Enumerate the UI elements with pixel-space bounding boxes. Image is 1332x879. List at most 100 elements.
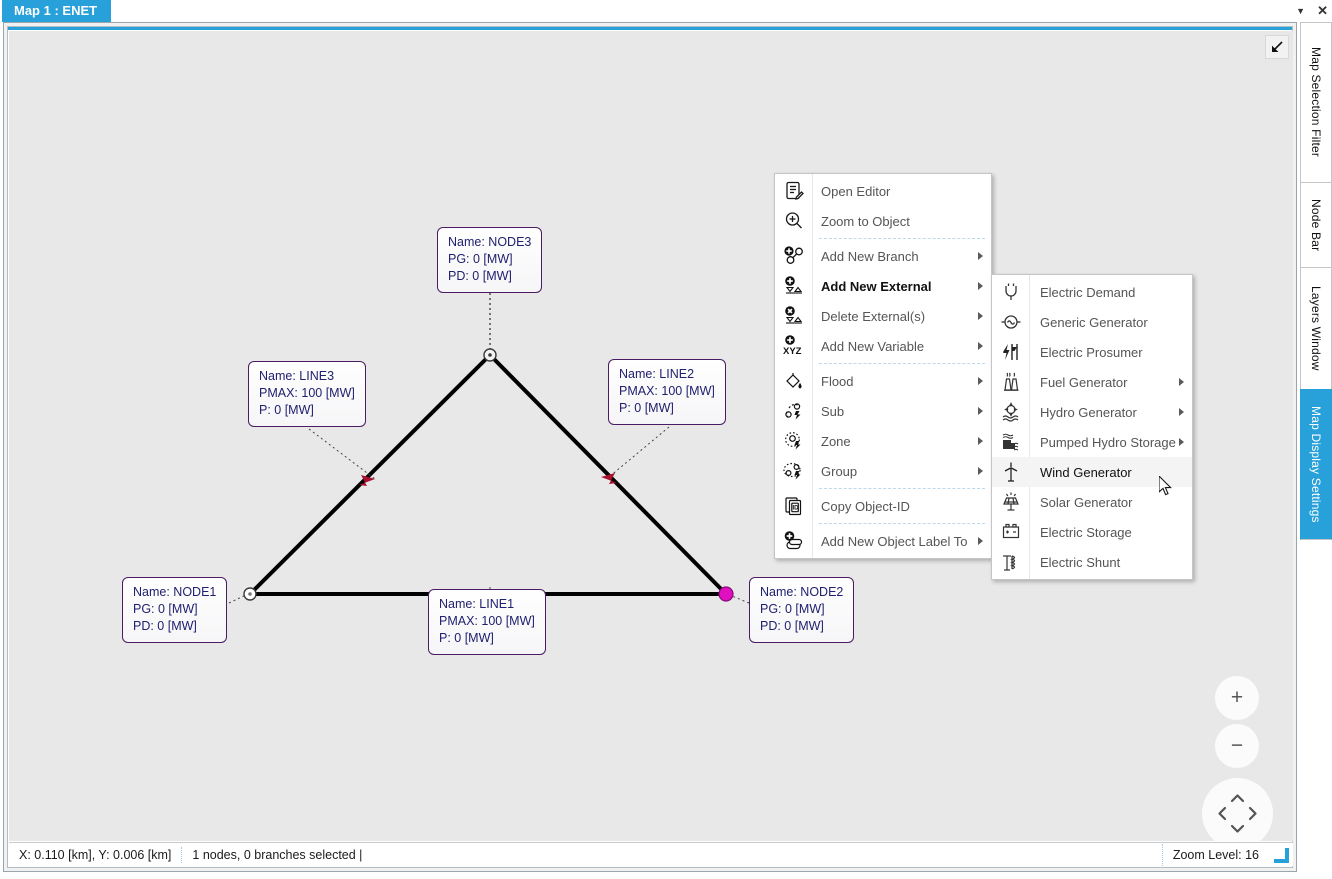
sidebar-item-map-display-settings[interactable]: Map Display Settings [1300,389,1332,540]
label-line-2: PG: 0 [MW] [760,602,825,616]
submenu-item-electric-prosumer[interactable]: Electric Prosumer [992,337,1192,367]
label-line-2: PMAX: 100 [MW] [439,614,535,628]
map-label-node2[interactable]: Name: NODE2 PG: 0 [MW] PD: 0 [MW] [749,577,855,643]
submenu-item-pumped-hydro-storage[interactable]: Pumped Hydro Storage [992,427,1192,457]
map-label-line2[interactable]: Name: LINE2 PMAX: 100 [MW] P: 0 [MW] [608,359,726,425]
sidebar-item-map-selection-filter[interactable]: Map Selection Filter [1300,22,1332,182]
menu-item-copy-object-id[interactable]: ID Copy Object-ID [775,491,991,521]
submenu-items: Electric Demand Gen [992,277,1192,577]
label-line-1: Name: NODE3 [448,235,532,249]
pan-control[interactable] [1202,778,1273,841]
submenu-arrow-icon [978,252,983,260]
collapse-arrow-icon[interactable] [1265,35,1289,59]
wind-generator-icon [997,459,1025,485]
submenu-item-wind-generator[interactable]: Wind Generator [992,457,1192,487]
context-menu-items: Open Editor Zoom to Object [775,176,991,556]
chevron-down-icon[interactable]: ▼ [1296,6,1306,16]
sidebar-item-layers-window[interactable]: Layers Window [1300,267,1332,389]
frame-accent-bar [8,27,1292,30]
add-object-label-icon [780,528,808,554]
submenu-item-electric-demand[interactable]: Electric Demand [992,277,1192,307]
submenu-arrow-icon [978,312,983,320]
menu-item-add-new-external[interactable]: Add New External [775,271,991,301]
map-frame: Name: NODE3 PG: 0 [MW] PD: 0 [MW] Name: … [3,22,1297,872]
resize-grip-icon[interactable] [1273,847,1289,863]
label-line-1: Name: LINE1 [439,597,515,611]
svg-text:ID: ID [793,506,800,512]
menu-item-group[interactable]: Group [775,456,991,486]
menu-item-label: Flood [821,373,854,389]
submenu-item-label: Electric Shunt [1040,554,1121,570]
menu-separator [813,361,991,366]
context-menu-gutter [775,174,813,558]
menu-item-label: Add New Variable [821,338,925,354]
zoom-in-button[interactable]: + [1215,676,1259,720]
submenu-item-hydro-generator[interactable]: Hydro Generator [992,397,1192,427]
menu-item-label: Add New External [821,278,932,294]
tab-strip-controls: ▼ ✕ [1296,0,1328,22]
label-line-3: PD: 0 [MW] [760,619,824,633]
electric-demand-icon [997,279,1025,305]
leader-node2 [726,593,750,604]
node-node3-dot [488,353,492,357]
label-line-1: Name: LINE2 [619,367,695,381]
menu-item-label: Open Editor [821,183,891,199]
menu-item-add-new-object-label-to[interactable]: Add New Object Label To [775,526,991,556]
submenu-item-generic-generator[interactable]: Generic Generator [992,307,1192,337]
map-label-line1[interactable]: Name: LINE1 PMAX: 100 [MW] P: 0 [MW] [428,589,546,655]
status-zoom-level: Zoom Level: 16 [1172,847,1259,862]
menu-item-open-editor[interactable]: Open Editor [775,176,991,206]
submenu-item-fuel-generator[interactable]: Fuel Generator [992,367,1192,397]
add-new-branch-icon [780,243,808,269]
pumped-hydro-storage-icon [997,429,1025,455]
submenu-arrow-icon [1179,438,1184,446]
menu-item-sub[interactable]: Sub [775,396,991,426]
add-new-external-submenu[interactable]: Electric Demand Gen [991,274,1193,580]
status-selection: 1 nodes, 0 branches selected | [192,847,363,862]
open-editor-icon [780,178,808,204]
leader-line3 [308,428,376,480]
submenu-item-electric-storage[interactable]: Electric Storage [992,517,1192,547]
label-line-1: Name: NODE2 [760,585,844,599]
side-tab-bar: Map Selection Filter Node Bar Layers Win… [1300,22,1332,562]
map-label-node3[interactable]: Name: NODE3 PG: 0 [MW] PD: 0 [MW] [437,227,543,293]
menu-separator [813,486,991,491]
submenu-item-label: Pumped Hydro Storage [1040,434,1176,450]
close-icon[interactable]: ✕ [1317,3,1328,18]
menu-item-add-new-variable[interactable]: XYZ Add New Variable [775,331,991,361]
label-line-3: PD: 0 [MW] [133,619,197,633]
submenu-arrow-icon [978,467,983,475]
menu-item-flood[interactable]: Flood [775,366,991,396]
solar-generator-icon [997,489,1025,515]
map-label-node1[interactable]: Name: NODE1 PG: 0 [MW] PD: 0 [MW] [122,577,228,643]
branch-line3 [248,353,492,596]
menu-item-label: Sub [821,403,845,419]
zoom-out-button[interactable]: − [1215,724,1259,768]
generic-generator-icon [997,309,1025,335]
menu-item-delete-externals[interactable]: Delete External(s) [775,301,991,331]
svg-text:XYZ: XYZ [783,346,802,357]
delete-external-icon [780,303,808,329]
submenu-arrow-icon [1179,378,1184,386]
menu-item-zoom-to-object[interactable]: Zoom to Object [775,206,991,236]
network-map-canvas[interactable]: Name: NODE3 PG: 0 [MW] PD: 0 [MW] Name: … [9,31,1293,841]
menu-item-add-new-branch[interactable]: Add New Branch [775,241,991,271]
submenu-item-label: Wind Generator [1040,464,1132,480]
submenu-item-solar-generator[interactable]: Solar Generator [992,487,1192,517]
submenu-arrow-icon [978,437,983,445]
tab-map1-enet[interactable]: Map 1 : ENET [2,0,112,22]
submenu-item-label: Hydro Generator [1040,404,1137,420]
menu-item-zone[interactable]: Zone [775,426,991,456]
map-label-line3[interactable]: Name: LINE3 PMAX: 100 [MW] P: 0 [MW] [248,361,366,427]
submenu-item-electric-shunt[interactable]: Electric Shunt [992,547,1192,577]
side-tab-label: Map Display Settings [1309,406,1323,523]
label-line-3: P: 0 [MW] [619,401,674,415]
pan-left-icon [1218,806,1227,821]
sidebar-item-node-bar[interactable]: Node Bar [1300,182,1332,267]
submenu-item-label: Solar Generator [1040,494,1133,510]
context-menu[interactable]: Open Editor Zoom to Object [774,173,992,559]
submenu-item-label: Electric Prosumer [1040,344,1143,360]
branch-line2 [488,353,728,596]
menu-item-label: Zoom to Object [821,213,910,229]
